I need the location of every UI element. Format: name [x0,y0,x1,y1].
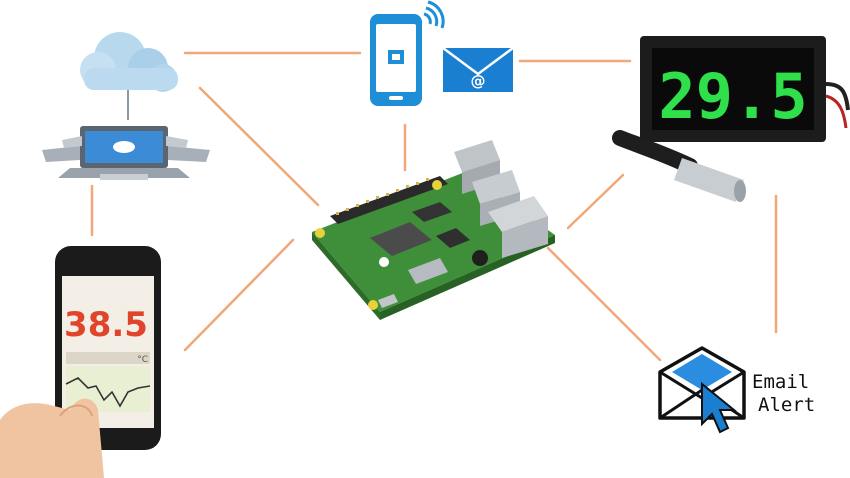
connector-thermometer-board [566,173,625,230]
connector-cloud-board [198,86,320,207]
thermometer-reading: 29.5 [658,60,807,133]
mail-icon: @ [442,46,514,92]
wifi-icon [423,0,445,29]
temperature-probe [612,130,746,202]
email-alert-label-line2: Alert [758,394,815,416]
email-alert: Email Alert [658,346,815,434]
hand-holding-phone: 38.5 °C [0,246,161,478]
phone-temperature-unit: °C [137,355,148,365]
email-alert-label-line1: Email [752,371,809,393]
mail-at-symbol: @ [471,72,486,90]
digital-thermometer: 29.5 [640,36,850,142]
cloud-icon [80,32,178,120]
raspberry-pi-board [312,140,555,320]
connector-lines [90,51,778,362]
connector-board-email [546,246,662,362]
phone-temperature-reading: 38.5 [64,305,148,345]
smartphone-icon [370,14,422,106]
connector-board-smartphone [183,238,295,352]
cursor-icon [701,381,737,434]
laptop-icon [42,126,210,180]
